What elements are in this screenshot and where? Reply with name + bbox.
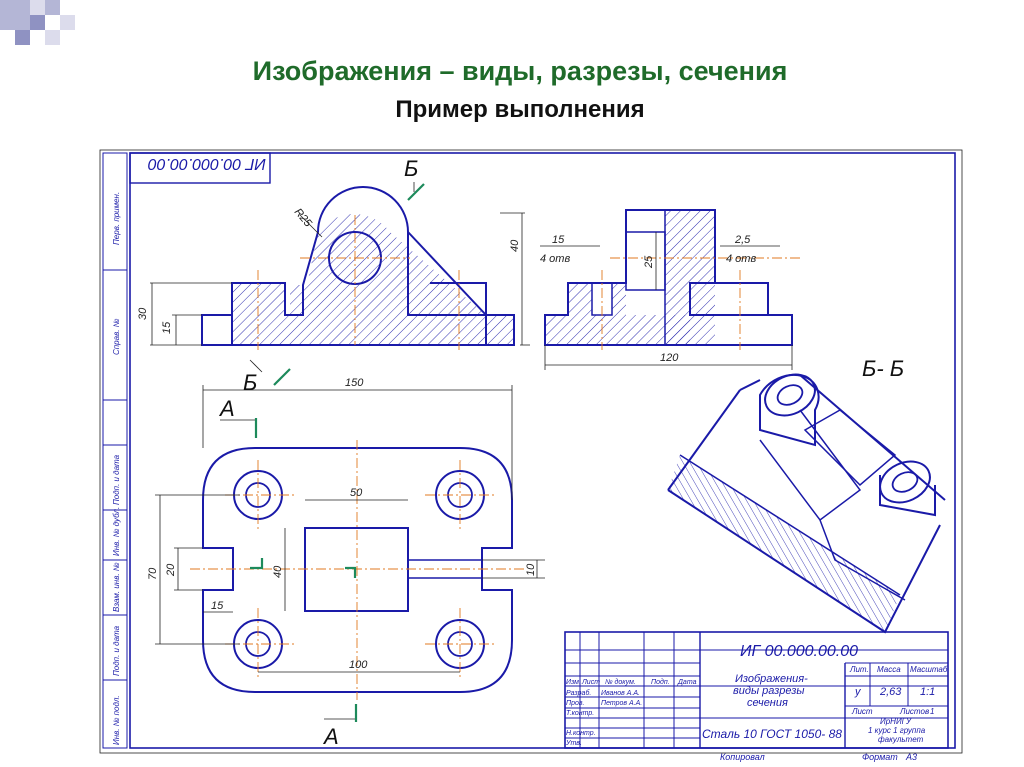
row-name-2: Петров А.А. (601, 700, 642, 707)
dim-2-5: 2,5 (734, 234, 751, 246)
col-header-doc: № докум. (605, 678, 636, 686)
dim-40: 40 (509, 239, 521, 252)
mass-value: 2,63 (879, 686, 902, 698)
strip-label-6: Подп. и дата (112, 625, 121, 676)
cut-line-b-top (407, 183, 425, 201)
strip-label-4: Инв. № дубл. (112, 507, 121, 556)
row-role-6: Утв. (565, 740, 582, 747)
dim-25: 25 (643, 255, 655, 269)
title-line-2: виды разрезы (733, 685, 805, 697)
row-name-1: Иванов А.А. (601, 690, 640, 697)
row-role-2: Пров. (566, 700, 585, 707)
scale-header: Масштаб (910, 665, 948, 674)
top-code-box (129, 152, 271, 184)
dim-100: 100 (349, 659, 368, 671)
format-label: Формат (862, 752, 898, 762)
sheets-label: Листов (899, 707, 929, 716)
holes-right: 4 отв (726, 253, 756, 265)
sheets-value: 1 (930, 707, 934, 716)
section-mark-b: Б (404, 156, 418, 181)
dim-150: 150 (345, 377, 364, 389)
isometric-section: Б- Б (667, 356, 946, 634)
strip-label-5: Взам. инв. № (112, 562, 121, 612)
section-mark-a-bottom: А (322, 724, 339, 749)
material-spec: Сталь 10 ГОСТ 1050- 88 (702, 727, 842, 741)
front-view: 30 15 40 R25 Б (137, 156, 530, 350)
strip-label-2: Справ. № (112, 318, 121, 355)
scale-value: 1:1 (920, 686, 935, 698)
col-header-izm: Изм. (566, 679, 581, 686)
sheet-label: Лист (851, 707, 873, 716)
org-line-3: факультет (878, 735, 924, 744)
sheet-outer-frame (99, 149, 963, 754)
dim-10: 10 (525, 563, 537, 576)
section-mark-b2: Б (243, 370, 257, 395)
col-header-sign: Подп. (651, 678, 670, 686)
row-role-3: Т.контр. (566, 710, 594, 717)
dim-15: 15 (161, 321, 173, 334)
dim-40-top: 40 (272, 565, 284, 578)
row-role-1: Разраб. (566, 689, 591, 697)
strip-label-7: Инв. № подл. (112, 695, 121, 745)
top-view: 150 50 70 20 40 10 15 100 Б А А (147, 359, 545, 749)
col-header-date: Дата (677, 679, 697, 686)
lit-value: у (854, 686, 862, 698)
slide-title: Изображения – виды, разрезы, сечения (252, 56, 788, 86)
dim-15-side: 15 (552, 234, 565, 246)
mass-header: Масса (877, 665, 901, 674)
left-margin-strip: Перв. примен. Справ. № Подп. и дата Инв.… (102, 152, 128, 749)
section-mark-a-top: А (218, 396, 235, 421)
dim-15-top: 15 (211, 600, 224, 612)
title-line-1: Изображения- (735, 673, 808, 685)
slide-subtitle: Пример выполнения (395, 96, 645, 123)
title-line-3: сечения (747, 697, 788, 709)
dim-120: 120 (660, 352, 679, 364)
dim-20: 20 (165, 563, 177, 577)
title-block: ИГ 00.000.00.00 Изображения- виды разрез… (564, 631, 949, 762)
dim-50: 50 (350, 487, 363, 499)
cut-line-b-bottom (273, 368, 291, 386)
dim-30: 30 (137, 307, 149, 320)
strip-label-1: Перв. примен. (112, 192, 121, 245)
section-title-bb: Б- Б (862, 356, 904, 381)
format-value: А3 (905, 752, 917, 762)
sheet-inner-frame (129, 152, 956, 749)
slide-decoration (0, 0, 75, 45)
strip-label-3: Подп. и дата (112, 454, 121, 505)
holes-left: 4 отв (540, 253, 570, 265)
dim-70: 70 (147, 567, 159, 580)
org-line-2: 1 курс 1 группа (868, 726, 926, 735)
title-code: ИГ 00.000.00.00 (740, 643, 858, 660)
top-code-text: ИГ 00.000.00.00 (148, 155, 266, 172)
copied-label: Копировал (720, 752, 765, 762)
row-role-5: Н.контр. (566, 730, 596, 737)
col-header-list: Лист (581, 679, 600, 686)
org-line-1: ИрНИГУ (880, 717, 912, 726)
side-view: 120 15 4 отв 2,5 4 отв 25 (540, 209, 800, 370)
lit-header: Лит. (849, 665, 869, 674)
